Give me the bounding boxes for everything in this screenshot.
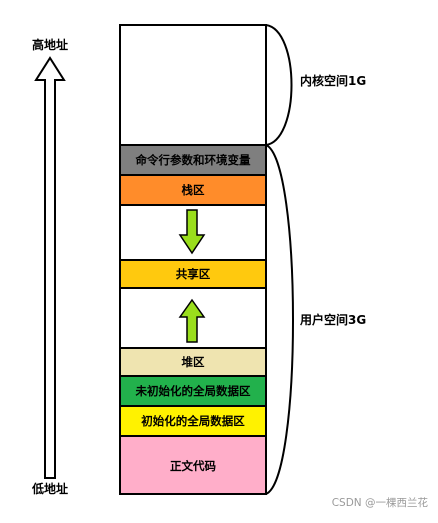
segment-label-heap: 堆区 (182, 355, 205, 369)
segment-label-data: 初始化的全局数据区 (141, 414, 245, 428)
segment-label-cmdline-env: 命令行参数和环境变量 (135, 153, 251, 167)
kernel-space-label: 内核空间1G (300, 73, 366, 88)
address-direction-arrow (34, 56, 66, 479)
high-address-label: 高地址 (32, 37, 68, 52)
heap-growth-up-arrow (178, 298, 206, 343)
segment-bss (119, 375, 267, 407)
memory-segments (119, 24, 267, 495)
user-space-label: 用户空间3G (299, 312, 366, 327)
stack-growth-down-arrow (178, 209, 206, 255)
segment-label-shared: 共享区 (176, 267, 211, 281)
segment-text (119, 435, 267, 495)
user-space-brace (265, 144, 294, 495)
low-address-label: 低地址 (31, 481, 68, 496)
kernel-space-brace (265, 24, 293, 146)
watermark: CSDN @一棵西兰花 (331, 497, 428, 509)
segment-label-text: 正文代码 (170, 459, 216, 473)
segment-label-bss: 未初始化的全局数据区 (135, 384, 251, 398)
segment-label-stack: 栈区 (182, 183, 205, 197)
segment-kernel (119, 24, 267, 146)
